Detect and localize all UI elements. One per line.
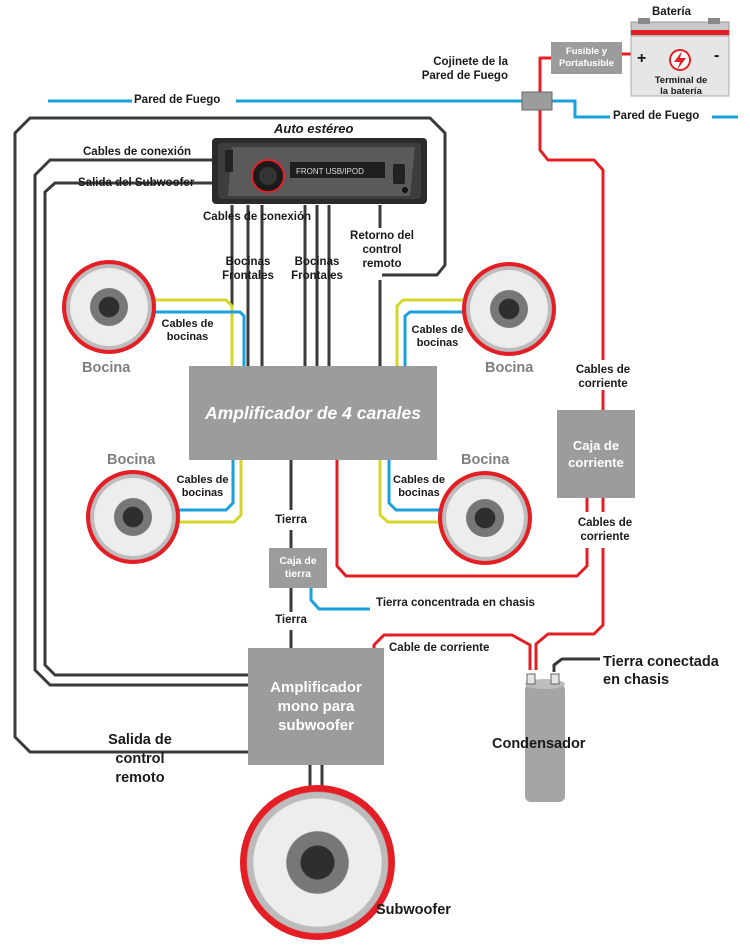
ground-label-1: Tierra bbox=[275, 514, 307, 526]
firewall-line bbox=[48, 99, 738, 119]
distribution-block-label: Caja de corriente bbox=[568, 438, 624, 470]
speaker-rear-left bbox=[86, 470, 180, 564]
chassis-ground-wire bbox=[309, 588, 370, 611]
firewall-grommet-label: Cojinete de la Pared de Fuego bbox=[421, 56, 508, 82]
battery-terminal-label: Terminal de la batería bbox=[654, 75, 708, 97]
front-speakers-label-1: Bocinas Frontales bbox=[222, 256, 274, 282]
four-channel-amplifier-label: Amplificador de 4 canales bbox=[205, 402, 421, 423]
ground-label-2: Tierra bbox=[275, 614, 307, 626]
four-channel-amplifier: Amplificador de 4 canales bbox=[189, 366, 437, 460]
connection-cables-label-mid: Cables de conexión bbox=[203, 211, 312, 223]
power-cables-label-2: Cables de corriente bbox=[577, 517, 633, 543]
ground-block-label: Caja de tierra bbox=[279, 555, 317, 580]
speaker-wires bbox=[152, 298, 465, 524]
front-speakers-label-2: Bocinas Frontales bbox=[291, 256, 343, 282]
speaker-front-right bbox=[462, 262, 556, 356]
speaker-rear-right bbox=[438, 471, 532, 565]
firewall-grommet bbox=[521, 91, 553, 111]
battery-label: Batería bbox=[652, 6, 691, 18]
speaker-front-left bbox=[62, 260, 156, 354]
capacitor-icon bbox=[525, 673, 565, 802]
battery-icon: + - bbox=[630, 18, 730, 97]
remote-return-label: Retorno del control remoto bbox=[350, 230, 414, 270]
car-stereo-label: Auto estéreo bbox=[274, 121, 354, 136]
power-cables-label-1: Cables de corriente bbox=[575, 364, 631, 390]
speaker-label-tl: Bocina bbox=[82, 360, 131, 376]
svg-text:+: + bbox=[637, 50, 646, 67]
fuse-holder bbox=[551, 42, 622, 74]
firewall-label-right: Pared de Fuego bbox=[613, 110, 700, 122]
capacitor-label: Condensador bbox=[492, 736, 586, 752]
power-cable-label: Cable de corriente bbox=[389, 642, 490, 654]
speaker-cables-label-tr: Cables de bocinas bbox=[411, 324, 464, 349]
mono-subwoofer-amplifier: Amplificador mono para subwoofer bbox=[248, 648, 384, 765]
speaker-label-bl: Bocina bbox=[107, 452, 156, 468]
ground-block: Caja de tierra bbox=[269, 548, 327, 588]
remote-output-label: Salida de control remoto bbox=[108, 732, 172, 786]
distribution-block: Caja de corriente bbox=[557, 410, 635, 498]
subwoofer-label: Subwoofer bbox=[376, 902, 451, 918]
speaker-cables-label-bl: Cables de bocinas bbox=[176, 474, 229, 499]
mono-amplifier-label: Amplificador mono para subwoofer bbox=[270, 679, 362, 734]
connection-cables-label-top: Cables de conexión bbox=[83, 146, 192, 158]
firewall-label-left: Pared de Fuego bbox=[134, 94, 221, 106]
subwoofer-output-label: Salida del Subwoofer bbox=[78, 177, 195, 189]
chassis-ground-label: Tierra concentrada en chasis bbox=[376, 597, 535, 609]
signal-wires bbox=[13, 116, 600, 790]
capacitor-ground-label: Tierra conectada en chasis bbox=[603, 654, 719, 688]
stereo-display-text: FRONT USB/IPOD bbox=[296, 167, 364, 176]
subwoofer-speaker bbox=[240, 785, 395, 940]
fuse-holder-label: Fusible y Portafusible bbox=[559, 46, 614, 69]
svg-text:-: - bbox=[714, 47, 719, 64]
car-stereo-icon bbox=[212, 138, 427, 204]
speaker-cables-label-tl: Cables de bocinas bbox=[161, 318, 214, 343]
speaker-cables-label-br: Cables de bocinas bbox=[393, 474, 445, 499]
speaker-label-tr: Bocina bbox=[485, 360, 534, 376]
speaker-label-br: Bocina bbox=[461, 452, 510, 468]
